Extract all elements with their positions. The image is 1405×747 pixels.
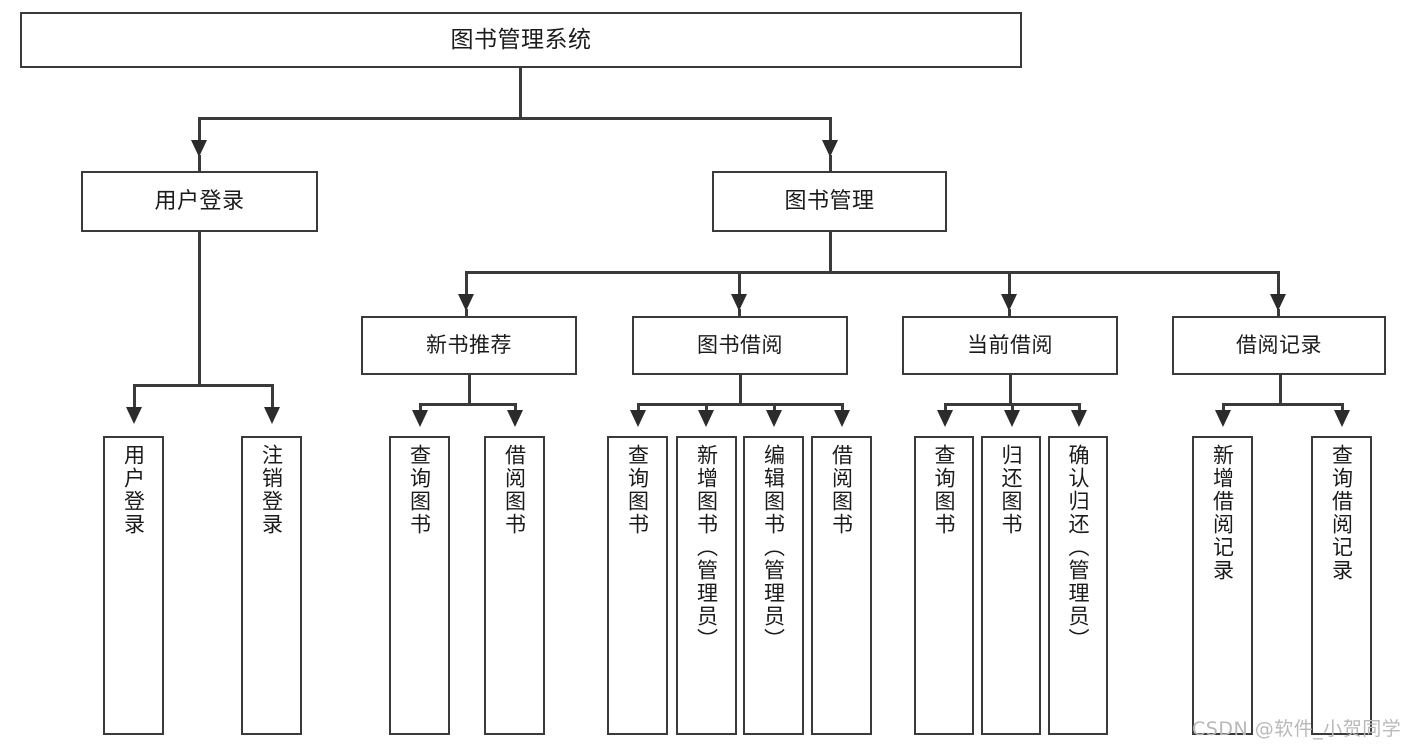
node-label: 新书推荐 xyxy=(426,333,512,358)
connector-new-book-bus xyxy=(419,403,515,406)
arrow-to-leaf-br-query xyxy=(1334,410,1350,427)
arrow-to-leaf-logout xyxy=(264,407,280,424)
node-borrow-record[interactable]: 借阅记录 xyxy=(1172,316,1386,375)
node-label: 查询图书 xyxy=(932,444,957,536)
node-current-borrow[interactable]: 当前借阅 xyxy=(902,316,1118,375)
node-leaf-logout[interactable]: 注销登录 xyxy=(241,436,302,735)
arrow-to-leaf-bb-query xyxy=(630,410,646,427)
connector-current-borrow-stem xyxy=(1009,375,1012,403)
node-label: 编辑图书（管理员） xyxy=(761,444,786,651)
node-root-system[interactable]: 图书管理系统 xyxy=(20,12,1022,68)
node-label: 借阅图书 xyxy=(502,444,527,536)
connector-bb-drop-2 xyxy=(705,403,708,412)
connector-level2-tail-2 xyxy=(738,309,741,316)
node-label: 注销登录 xyxy=(259,444,284,536)
node-label: 新增借阅记录 xyxy=(1210,444,1235,582)
arrow-to-leaf-br-add xyxy=(1215,410,1231,427)
node-leaf-br-query-record[interactable]: 查询借阅记录 xyxy=(1311,436,1372,735)
arrow-to-leaf-bb-edit xyxy=(766,410,782,427)
connector-bb-drop-1 xyxy=(637,403,640,412)
node-leaf-bb-borrow-book[interactable]: 借阅图书 xyxy=(811,436,872,735)
node-label: 查询借阅记录 xyxy=(1329,444,1354,582)
node-label: 借阅图书 xyxy=(829,444,854,536)
node-label: 图书管理 xyxy=(784,188,875,214)
node-label: 图书借阅 xyxy=(697,333,783,358)
connector-level1-tail-2 xyxy=(829,155,832,171)
connector-br-drop-1 xyxy=(1222,403,1225,412)
connector-new-book-drop-2 xyxy=(514,403,517,412)
connector-level1-bus xyxy=(198,117,831,120)
node-label: 借阅记录 xyxy=(1236,333,1322,358)
arrow-to-leaf-user-login xyxy=(126,407,142,424)
arrow-to-current-borrow xyxy=(1001,294,1017,311)
connector-br-drop-2 xyxy=(1341,403,1344,412)
arrow-to-leaf-nb-borrow xyxy=(507,410,523,427)
connector-level2-drop-4 xyxy=(1277,271,1280,296)
connector-new-book-drop-1 xyxy=(419,403,422,412)
connector-cb-drop-2 xyxy=(1011,403,1014,412)
node-book-management[interactable]: 图书管理 xyxy=(712,171,947,232)
node-label: 用户登录 xyxy=(154,188,245,214)
arrow-to-new-book xyxy=(458,294,474,311)
connector-user-login-drop-1 xyxy=(133,384,136,409)
node-label: 查询图书 xyxy=(407,444,432,536)
node-leaf-cb-confirm-return[interactable]: 确认归还（管理员） xyxy=(1048,436,1108,735)
node-label: 图书管理系统 xyxy=(450,26,592,53)
connector-user-login-stem xyxy=(198,232,201,384)
arrow-to-user-login xyxy=(191,140,207,157)
arrow-to-book-borrow xyxy=(731,294,747,311)
node-leaf-nb-query-book[interactable]: 查询图书 xyxy=(389,436,450,735)
arrow-to-leaf-bb-add xyxy=(698,410,714,427)
node-label: 用户登录 xyxy=(121,444,146,536)
arrow-to-leaf-bb-borrow xyxy=(834,410,850,427)
node-leaf-br-add-record[interactable]: 新增借阅记录 xyxy=(1192,436,1253,735)
node-leaf-cb-query-book[interactable]: 查询图书 xyxy=(914,436,974,735)
connector-level2-drop-1 xyxy=(465,271,468,296)
connector-level2-bus xyxy=(465,271,1279,274)
connector-book-manage-stem xyxy=(829,232,832,271)
connector-root-stem xyxy=(519,68,522,117)
node-label: 新增图书（管理员） xyxy=(694,444,719,651)
node-label: 当前借阅 xyxy=(967,333,1053,358)
connector-level1-drop-1 xyxy=(198,117,201,142)
connector-borrow-record-stem xyxy=(1279,375,1282,403)
connector-level2-drop-3 xyxy=(1008,271,1011,296)
connector-book-borrow-stem xyxy=(739,375,742,403)
arrow-to-book-manage xyxy=(822,140,838,157)
connector-level2-drop-2 xyxy=(738,271,741,296)
connector-level1-tail-1 xyxy=(198,155,201,171)
arrow-to-leaf-cb-query xyxy=(937,410,953,427)
node-new-book-recommend[interactable]: 新书推荐 xyxy=(361,316,577,375)
arrow-to-leaf-nb-query xyxy=(412,410,428,427)
connector-user-login-drop-2 xyxy=(271,384,274,409)
node-book-borrow[interactable]: 图书借阅 xyxy=(632,316,848,375)
connector-cb-drop-3 xyxy=(1078,403,1081,412)
node-leaf-bb-query-book[interactable]: 查询图书 xyxy=(607,436,668,735)
arrow-to-leaf-cb-return xyxy=(1004,410,1020,427)
connector-cb-drop-1 xyxy=(944,403,947,412)
node-label: 查询图书 xyxy=(625,444,650,536)
connector-level2-tail-1 xyxy=(465,309,468,316)
node-label: 归还图书 xyxy=(999,444,1024,536)
connector-user-login-bus xyxy=(133,384,271,387)
node-user-login[interactable]: 用户登录 xyxy=(81,171,318,232)
node-leaf-nb-borrow-book[interactable]: 借阅图书 xyxy=(484,436,545,735)
connector-level2-tail-3 xyxy=(1008,309,1011,316)
node-leaf-cb-return-book[interactable]: 归还图书 xyxy=(981,436,1041,735)
connector-bb-drop-4 xyxy=(841,403,844,412)
connector-new-book-stem xyxy=(468,375,471,403)
connector-level2-tail-4 xyxy=(1277,309,1280,316)
node-leaf-bb-edit-book[interactable]: 编辑图书（管理员） xyxy=(743,436,804,735)
node-leaf-user-login[interactable]: 用户登录 xyxy=(103,436,164,735)
node-leaf-bb-add-book[interactable]: 新增图书（管理员） xyxy=(676,436,737,735)
node-label: 确认归还（管理员） xyxy=(1066,444,1091,651)
connector-borrow-record-bus xyxy=(1222,403,1342,406)
csdn-watermark: CSDN @软件_小贺同学 xyxy=(1192,718,1402,740)
arrow-to-leaf-cb-confirm xyxy=(1071,410,1087,427)
connector-level1-drop-2 xyxy=(829,117,832,142)
connector-bb-drop-3 xyxy=(773,403,776,412)
connector-book-borrow-bus xyxy=(637,403,843,406)
arrow-to-borrow-record xyxy=(1270,294,1286,311)
